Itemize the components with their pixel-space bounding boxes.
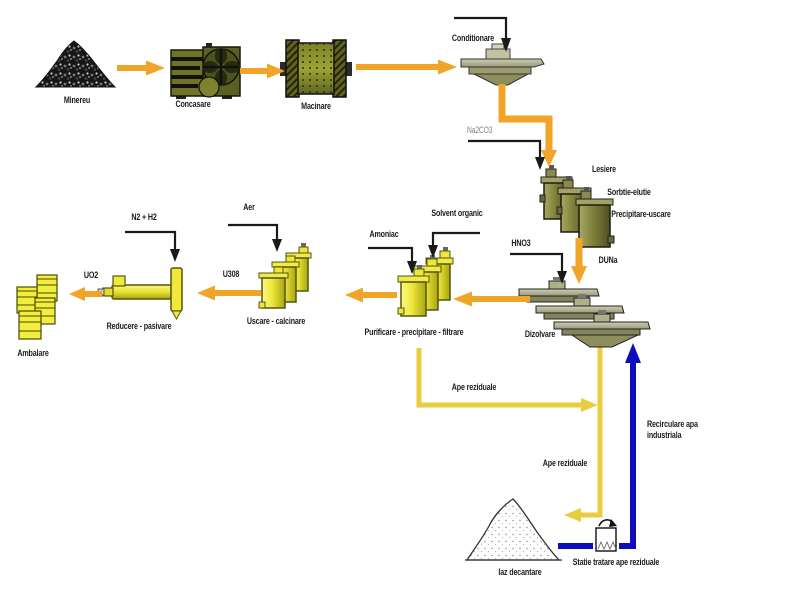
line-amoniac — [368, 246, 417, 274]
label-uscare-calcinare: Uscare - calcinare — [246, 316, 306, 327]
water-treatment-station-icon — [595, 519, 617, 552]
line-na2co3 — [468, 139, 545, 170]
label-precipitare-uscare: Precipitare-uscare — [611, 209, 671, 220]
label-n2-h2: N2 + H2 — [131, 212, 157, 223]
arrow-minereu-concasare — [117, 60, 165, 76]
line-solvent-organic — [428, 231, 480, 258]
label-lesiere: Lesiere — [592, 164, 616, 175]
waste-line-dizolvare — [564, 347, 603, 522]
waste-line-purificare — [416, 348, 598, 412]
arrow-duna — [571, 238, 587, 284]
line-aer — [228, 223, 282, 252]
label-u3o8: U308 — [222, 269, 240, 280]
purification-tanks-icon — [397, 247, 454, 317]
arrow-concasare-macinare — [240, 63, 285, 79]
label-solvent-organic: Solvent organic — [431, 208, 483, 219]
arrow-uscare-reducere — [197, 285, 261, 301]
label-aer: Aer — [243, 202, 255, 213]
leaching-tanks-icon — [539, 165, 615, 248]
label-duna: DUNa — [598, 255, 618, 266]
pipe-conditionare-lesiere — [498, 84, 557, 167]
label-purificare: Purificare - precipitare - filtrare — [364, 327, 464, 338]
crusher-icon — [170, 43, 241, 99]
ball-mill-icon — [280, 39, 352, 98]
drying-calcination-tanks-icon — [258, 243, 312, 309]
line-n2-h2 — [125, 230, 180, 262]
label-sorbtie-elutie: Sorbtie-elutie — [607, 187, 651, 198]
label-reducere-pasivare: Reducere - pasivare — [106, 321, 172, 332]
label-concasare: Concasare — [175, 99, 211, 110]
conditioner-thickener-icon — [460, 43, 545, 86]
recirculation-line-station-dizolvare — [619, 343, 641, 549]
arrow-purificare-uscare — [345, 287, 397, 303]
label-statie-tratare: Statie tratare ape reziduale — [572, 557, 660, 568]
label-ape-reziduale-purificare: Ape reziduale — [451, 382, 497, 393]
label-dizolvare: Dizolvare — [524, 329, 556, 340]
label-macinare: Macinare — [301, 101, 331, 112]
label-hno3: HNO3 — [511, 238, 531, 249]
label-ambalare: Ambalare — [17, 348, 49, 359]
label-amoniac: Amoniac — [369, 229, 399, 240]
rotary-kiln-icon — [97, 267, 183, 321]
arrow-dizolvare-purificare — [453, 291, 530, 307]
label-recirculare: Recirculare apa industriala — [647, 419, 698, 441]
line-conditionare-feed — [454, 16, 511, 52]
label-uo2: UO2 — [83, 270, 99, 281]
label-iaz-decantare: Iaz decantare — [498, 567, 542, 578]
label-conditionare: Conditionare — [451, 33, 495, 44]
arrow-macinare-conditionare — [356, 59, 457, 75]
product-drums-icon — [16, 274, 58, 340]
tailings-pond-icon — [465, 498, 562, 561]
line-hno3 — [510, 252, 567, 284]
label-minereu: Minereu — [63, 95, 91, 106]
label-na2co3: Na2CO3 — [467, 125, 493, 135]
ore-pile-icon — [34, 40, 117, 88]
arrow-reducere-ambalare — [69, 287, 102, 301]
label-ape-reziduale-dizolvare: Ape reziduale — [542, 458, 588, 469]
